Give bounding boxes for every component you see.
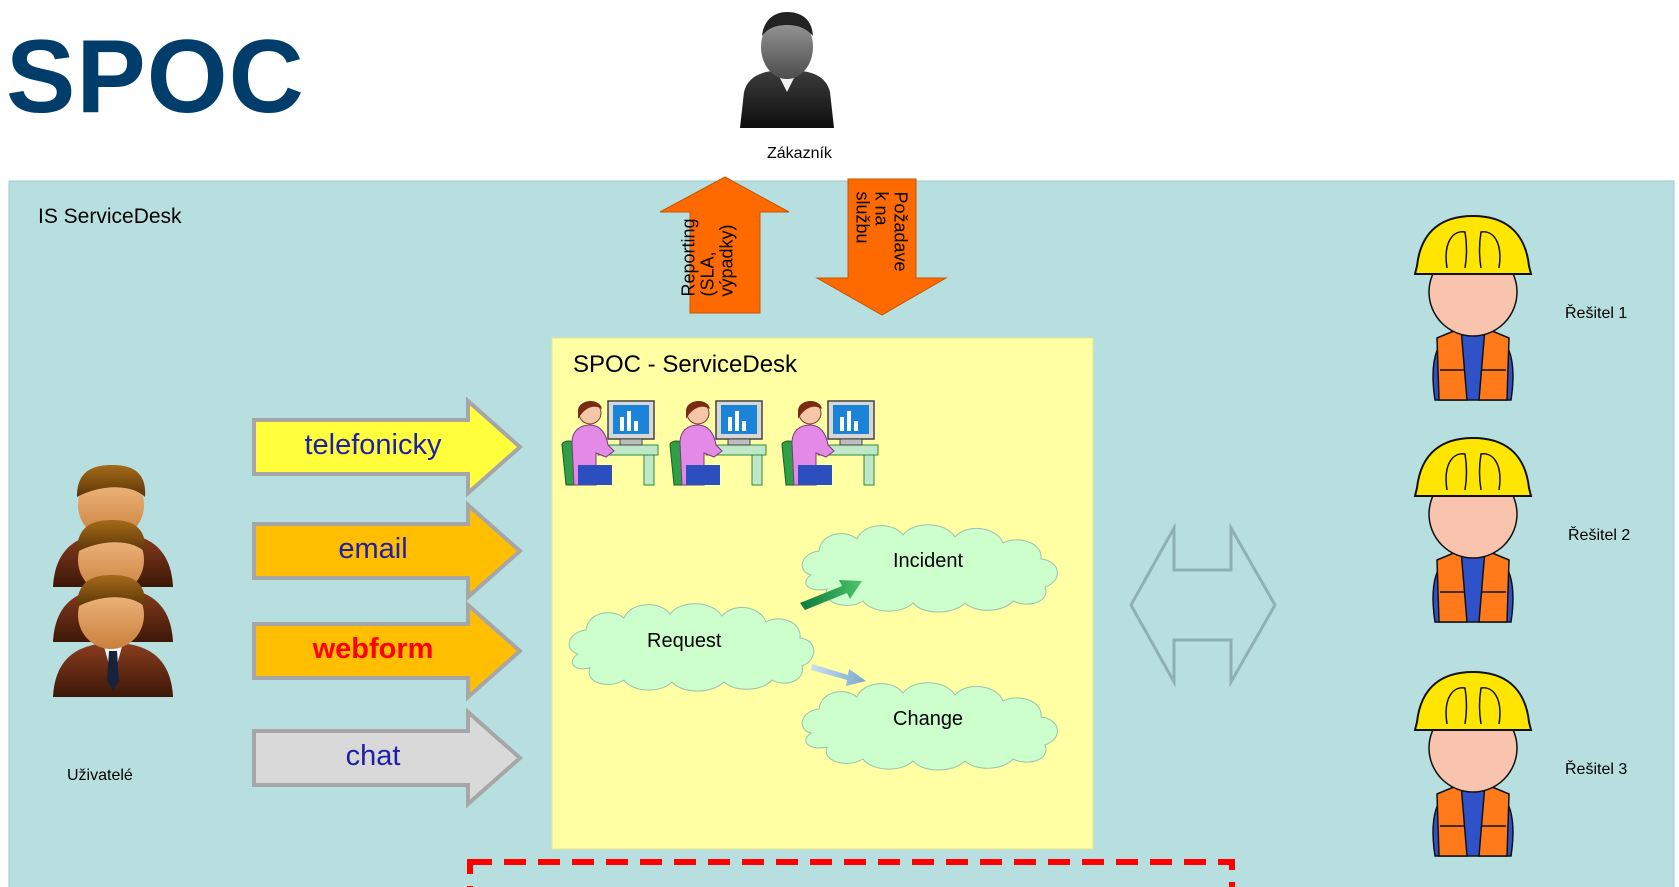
cloud-request-label: Request [647,630,722,652]
cloud-incident [801,524,1058,613]
cloud-incident-label: Incident [893,550,964,572]
users-icon [53,465,173,697]
users-label: Uživatelé [67,767,133,784]
dashed-frame [467,859,1235,887]
resolvers-group [1413,214,1533,857]
channel-arrow-webform [252,600,524,702]
channel-label-telefonicky: telefonicky [304,429,442,461]
channel-label-chat: chat [345,740,401,772]
page-title: SPOC [6,19,305,135]
channel-label-webform: webform [312,633,434,665]
resolver-2-icon [1413,436,1533,623]
user-figure [53,575,173,697]
channel-arrow-email [252,500,524,602]
cloud-change [801,682,1058,771]
arrow-to-change-icon [811,664,866,686]
agent-computer-icon [669,400,767,486]
reporting-line-3: výpadky) [716,224,737,297]
request-line-1: Požadave [890,191,911,272]
arrow-to-incident-icon [800,580,862,610]
resolver-2-label: Řešitel 2 [1568,527,1631,544]
channel-arrow-chat [252,707,524,809]
resolver-3-icon [1413,670,1533,857]
agent-computer-icon [561,400,659,486]
resolver-1-label: Řešitel 1 [1565,305,1628,322]
cloud-request [568,603,815,692]
channel-arrows-group [252,396,524,809]
servicedesk-area-label: IS ServiceDesk [38,205,182,228]
request-line-3: službu [852,191,873,244]
agents-group [561,400,879,486]
channel-arrow-telefonicky [252,396,524,498]
reporting-arrow-label: Reporting (SLA, výpadky) [679,218,737,296]
double-arrow-icon [1129,522,1277,688]
request-arrow-label: Požadave k na službu [853,192,911,272]
agent-computer-icon [781,400,879,486]
reporting-arrow [659,176,790,314]
channel-label-email: email [338,533,408,565]
request-line-2: k na [871,191,892,226]
spoc-box-title: SPOC - ServiceDesk [573,351,798,378]
customer-icon [740,12,834,128]
resolver-3-label: Řešitel 3 [1565,761,1628,778]
reporting-line-1: Reporting [678,218,699,297]
resolver-1-icon [1413,214,1533,401]
request-arrow [815,178,948,316]
reporting-line-2: (SLA, [697,251,718,297]
customer-label: Zákazník [767,145,832,162]
cloud-change-label: Change [893,708,964,730]
